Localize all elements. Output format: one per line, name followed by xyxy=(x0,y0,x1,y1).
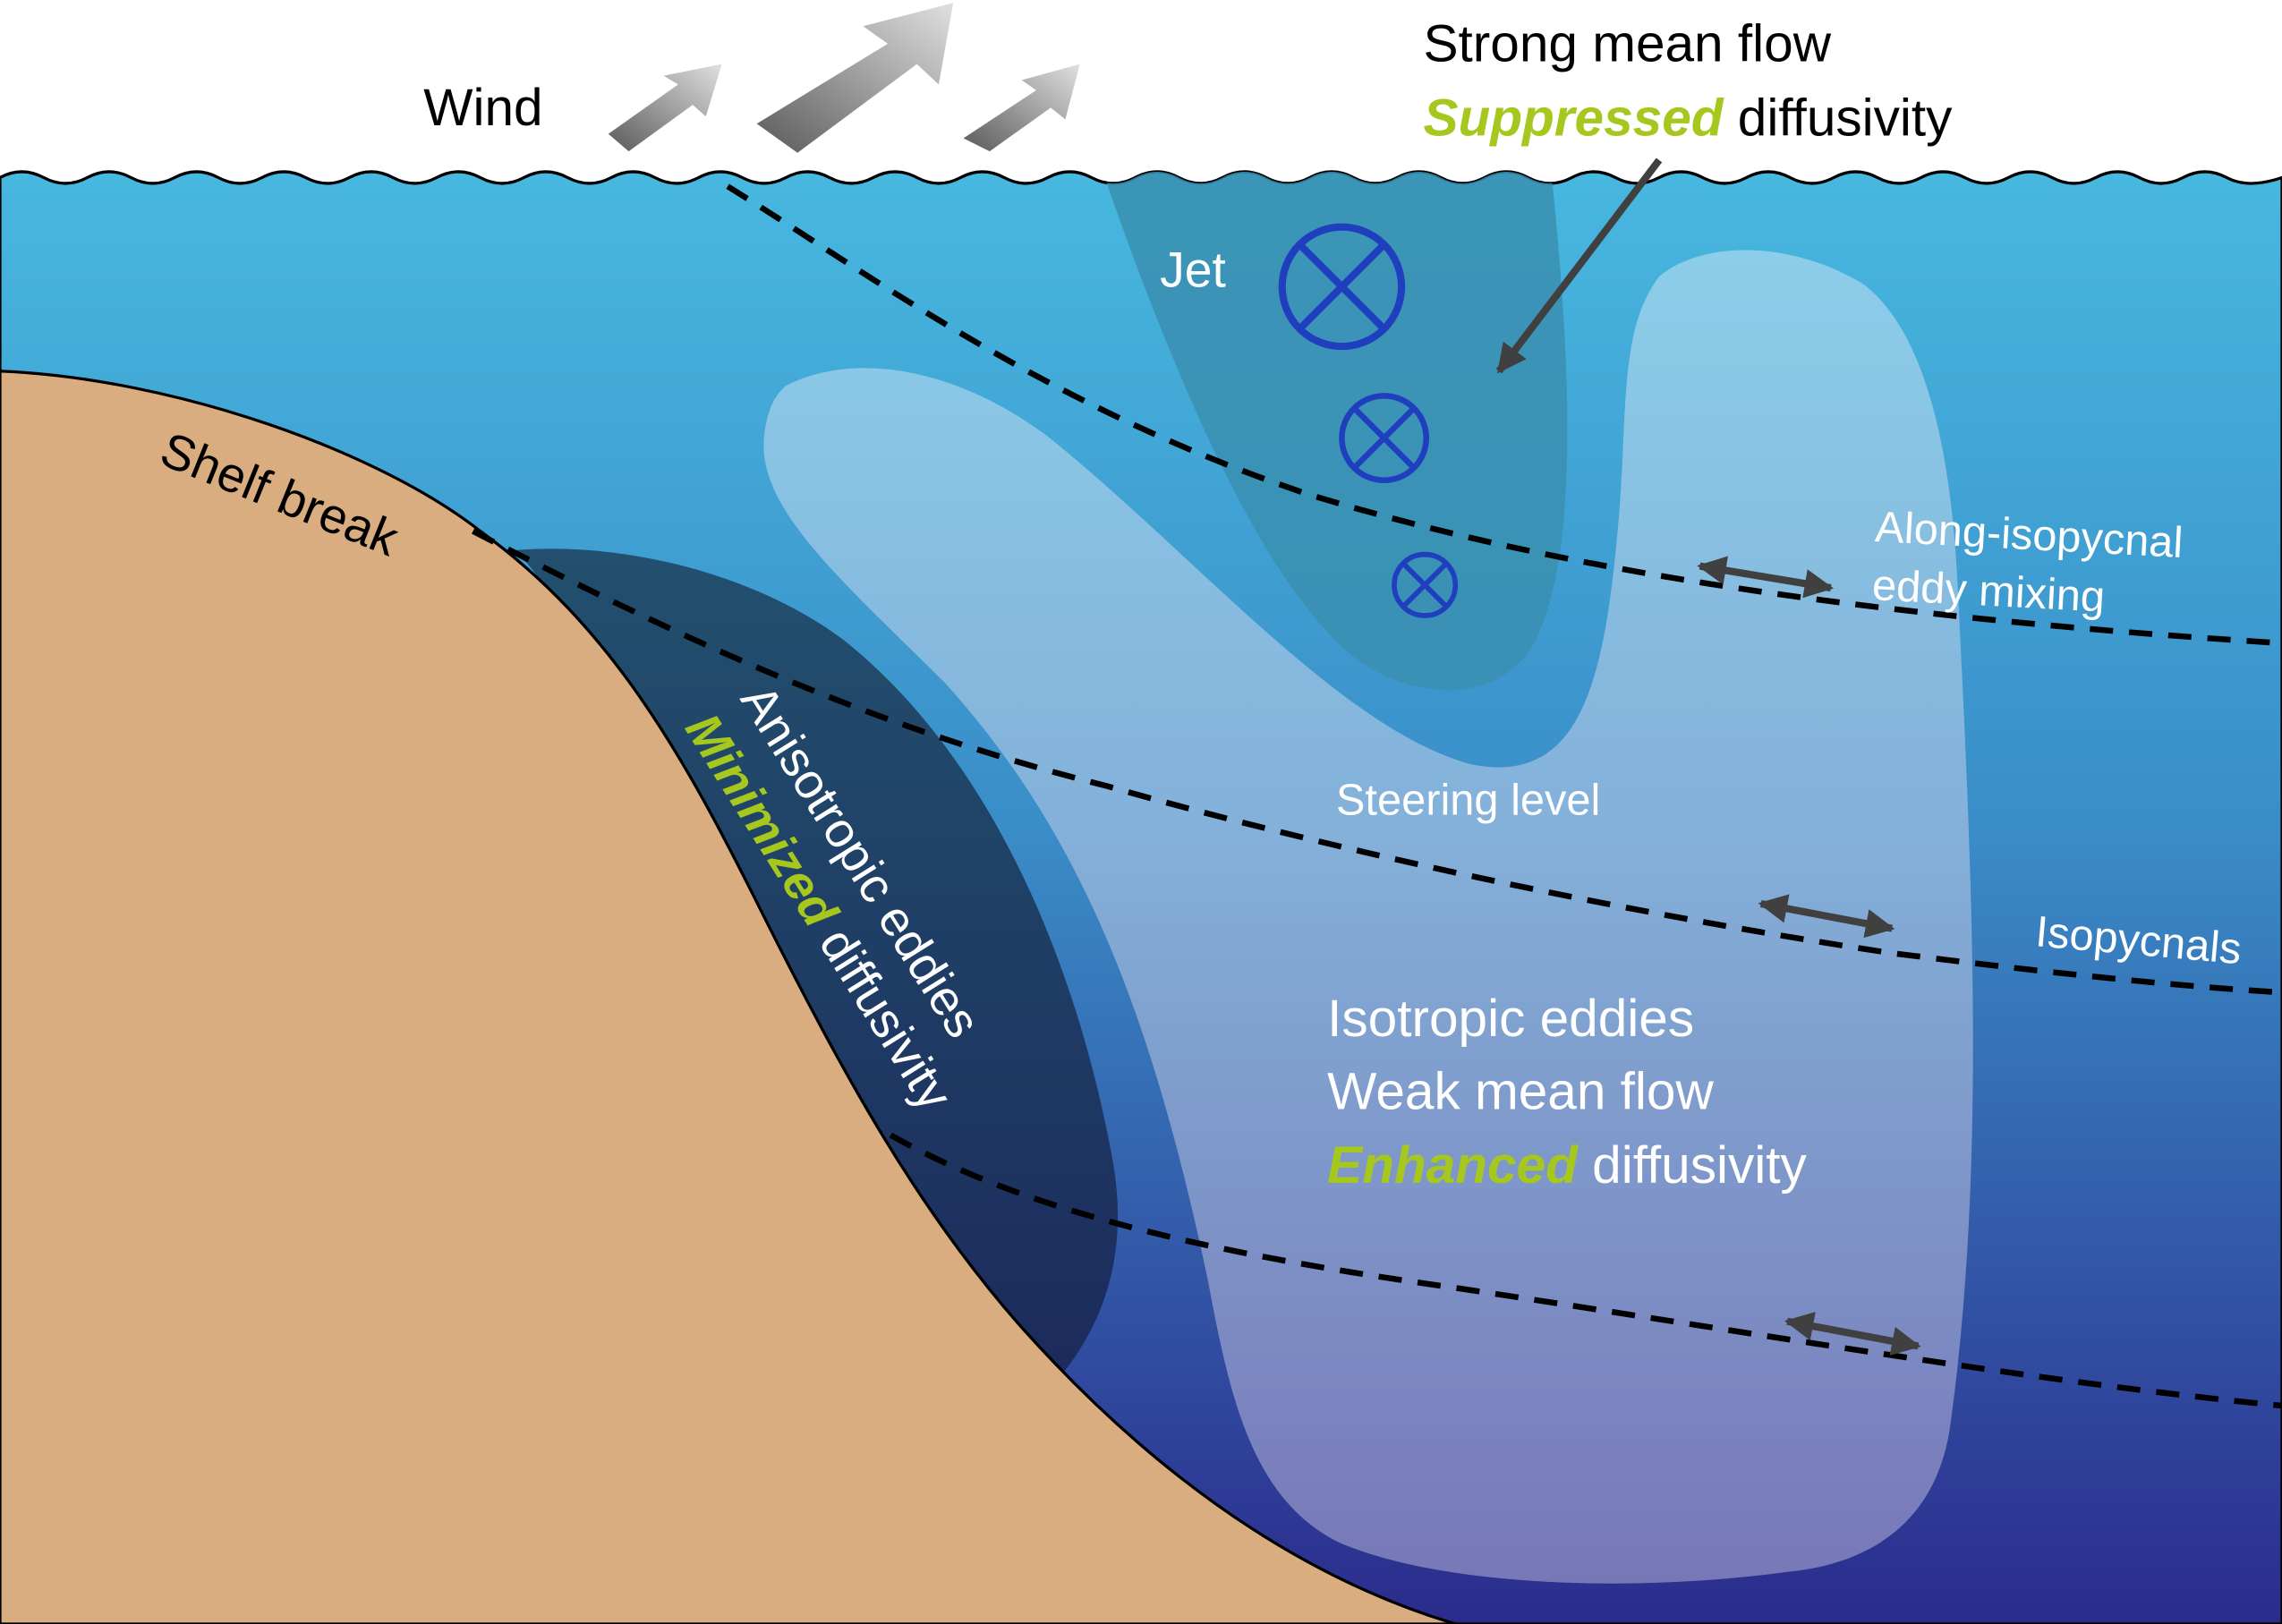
isotropic-eddies-label: Isotropic eddies xyxy=(1327,990,1694,1048)
enhanced-tail: diffusivity xyxy=(1578,1136,1808,1195)
pointer-arrow xyxy=(1495,157,1663,374)
weak-mean-flow-label: Weak mean flow xyxy=(1327,1062,1714,1120)
into-page-circle-cross-icon xyxy=(1392,551,1459,618)
isotropic-eddy-region xyxy=(763,250,1973,1584)
suppressed-tail: diffusivity xyxy=(1724,89,1954,147)
double-headed-arrow-icon xyxy=(1758,894,1895,939)
into-page-circle-cross-icon xyxy=(1278,223,1406,351)
wind-label: Wind xyxy=(423,79,542,137)
double-headed-arrow-icon xyxy=(1784,1312,1921,1356)
double-headed-arrow-icon xyxy=(1697,556,1835,599)
enhanced-highlight: Enhanced xyxy=(1327,1136,1579,1195)
jet-core-region xyxy=(1098,171,1568,691)
steering-level-label: Steering level xyxy=(1336,777,1600,825)
strong-mean-flow-label: Strong mean flow xyxy=(1423,14,1831,72)
suppressed-diffusivity-label: Suppressed diffusivity xyxy=(1423,89,1953,147)
continental-shelf xyxy=(0,370,1456,1624)
gray-arrow-icon xyxy=(756,3,954,153)
into-page-circle-cross-icon xyxy=(1339,393,1430,483)
isopycnal-lower xyxy=(889,1132,2282,1409)
gray-arrow-icon xyxy=(608,64,722,152)
isopycnal-middle xyxy=(472,528,2282,996)
suppressed-highlight: Suppressed xyxy=(1423,89,1724,147)
gray-arrow-icon xyxy=(963,64,1080,152)
enhanced-diffusivity-label: Enhanced diffusivity xyxy=(1327,1136,1807,1195)
isopycnal-upper xyxy=(726,183,2282,647)
jet-label: Jet xyxy=(1160,242,1226,297)
